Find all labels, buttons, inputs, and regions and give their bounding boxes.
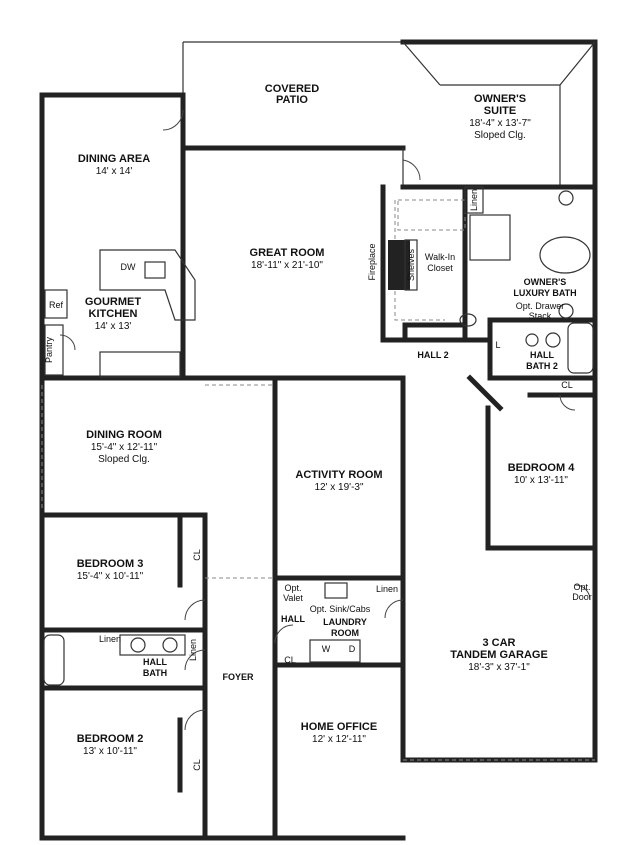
kitchen-dim: 14' x 13' [95,321,132,332]
dining-room-dim: 15'-4" x 12'-11" [91,442,158,453]
ref-label: Ref [49,300,64,310]
owners-bath-label-2: LUXURY BATH [513,288,576,298]
bedroom-3-label: BEDROOM 3 [77,558,144,570]
opt-sink-label: Opt. Sink/Cabs [310,604,371,614]
covered-patio-label: COVERED [265,83,319,95]
laundry-label: LAUNDRY [323,617,367,627]
opt-valet-label: Opt. [284,583,301,593]
dining-area-label: DINING AREA [78,153,150,165]
closet-label-hall: CL [284,655,296,665]
hall-bath-label-2: BATH [143,668,167,678]
home-office-dim: 12' x 12'-11" [312,734,366,745]
shelves-label: Shelves [406,248,416,281]
room-labels: COVERED PATIO OWNER'S SUITE 18'-4" x 13'… [77,83,577,757]
walk-in-closet-label-2: Closet [427,263,453,273]
garage-label-2: TANDEM GARAGE [450,649,548,661]
bedroom-4-dim: 10' x 13'-11" [514,475,568,486]
dryer-label: D [349,644,356,654]
foyer-label: FOYER [222,672,254,682]
closet-label-bath2: CL [561,380,573,390]
covered-patio-label-2: PATIO [276,94,308,106]
garage-label: 3 CAR [482,637,515,649]
opt-drawer-label: Opt. Drawer [516,301,565,311]
closet-label-bed3: CL [192,549,202,561]
owners-suite-dim: 18'-4" x 13'-7" [469,118,531,129]
great-room-label: GREAT ROOM [250,247,325,259]
bedroom-2-dim: 13' x 10'-11" [83,746,137,757]
activity-room-label: ACTIVITY ROOM [295,469,382,481]
dining-room-label: DINING ROOM [86,429,162,441]
bedroom-2-label: BEDROOM 2 [77,733,144,745]
activity-room-dim: 12' x 19'-3" [314,482,364,493]
garage-dim: 18'-3" x 37'-1" [468,662,530,673]
linen-label-hallbath: Linen [99,634,121,644]
great-room-dim: 18'-11" x 21'-10" [251,260,323,271]
washer-label: W [322,644,331,654]
owners-suite-label: OWNER'S [474,93,526,105]
linen-label-laundry: Linen [376,584,398,594]
owners-bath-label: OWNER'S [524,277,567,287]
walk-in-closet-label: Walk-In [425,252,455,262]
laundry-label-2: ROOM [331,628,359,638]
closet-label-bed2: CL [192,759,202,771]
kitchen-label: GOURMET [85,296,142,308]
hall-label: HALL [281,614,305,624]
home-office-label: HOME OFFICE [301,721,377,733]
kitchen-label-2: KITCHEN [89,308,138,320]
dishwasher-label: DW [121,262,136,272]
walls [39,39,598,841]
owners-suite-note: Sloped Clg. [474,130,526,141]
owners-suite-label-2: SUITE [484,105,516,117]
opt-door-label-2: Door [572,592,592,602]
opt-valet-label-2: Valet [283,593,303,603]
hall-bath-2-label-2: BATH 2 [526,361,558,371]
linen-label: Linen [469,189,479,211]
bedroom-3-dim: 15'-4" x 10'-11" [77,571,144,582]
hall-bath-2-label: HALL [530,350,554,360]
dining-area-dim: 14' x 14' [96,166,133,177]
bedroom-4-label: BEDROOM 4 [508,462,576,474]
opt-door-label: Opt. [573,582,590,592]
opt-drawer-label-2: Stack [529,311,552,321]
fireplace-label: Fireplace [367,243,377,280]
hall-2-label: HALL 2 [417,350,448,360]
dining-room-note: Sloped Clg. [98,454,150,465]
fixture-labels: DW Ref Pantry Fireplace Shelves Linen Op… [44,189,592,771]
linen-label-hall: Linen [188,639,198,661]
linen-closet-l-label: L [495,340,500,350]
pantry-label: Pantry [44,336,54,363]
fixtures [43,109,594,731]
hall-bath-label: HALL [143,657,167,667]
